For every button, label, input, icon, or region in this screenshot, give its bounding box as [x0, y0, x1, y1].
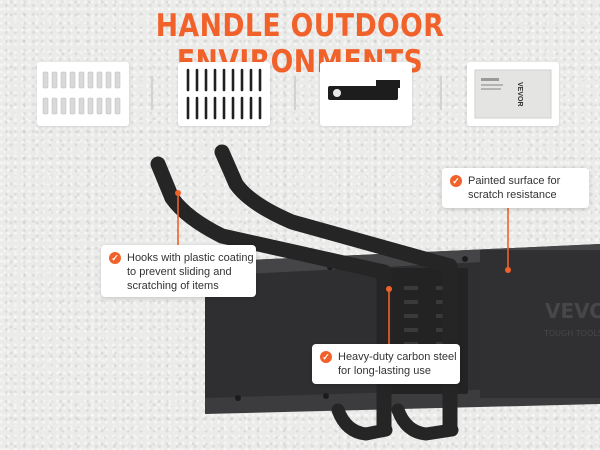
- callout-line: Painted surface for: [468, 175, 561, 187]
- pointer-dot: [505, 267, 511, 273]
- pointer-dot: [175, 190, 181, 196]
- hooks: [150, 144, 459, 441]
- callout-line: Hooks with plastic coating: [127, 252, 254, 264]
- separator: [440, 76, 442, 110]
- callout-line: scratching of items: [127, 280, 219, 292]
- callout-hook-coating: ✓ Hooks with plastic coating to prevent …: [101, 245, 256, 297]
- callout-pointers: [177, 193, 509, 346]
- anchors-icon: [42, 71, 121, 115]
- callout-line: Heavy-duty carbon steel: [338, 351, 457, 363]
- callout-line: for long-lasting use: [338, 365, 431, 377]
- manual-icon: [474, 69, 552, 119]
- check-icon: ✓: [109, 252, 121, 264]
- callout-painted-surface: ✓ Painted surface for scratch resistance: [442, 168, 589, 208]
- screws-icon: [186, 68, 262, 120]
- separator: [294, 76, 296, 110]
- callout-line: scratch resistance: [468, 189, 557, 201]
- separator: [151, 76, 153, 110]
- accessory-card-manual: VEVOR: [467, 62, 559, 126]
- pointer-dot: [386, 286, 392, 292]
- callout-carbon-steel: ✓ Heavy-duty carbon steel for long-lasti…: [312, 344, 460, 384]
- check-icon: ✓: [320, 351, 332, 363]
- accessory-card-bracket: [320, 62, 412, 126]
- rail-brand-sub: TOUGH TOOLS: [543, 329, 600, 338]
- accessory-card-anchors: [37, 62, 129, 126]
- callout-line: to prevent sliding and: [127, 266, 232, 278]
- bracket-icon: [328, 80, 400, 100]
- accessory-card-screws: [178, 62, 270, 126]
- rail-brand-mark: VEVOR: [545, 299, 600, 323]
- check-icon: ✓: [450, 175, 462, 187]
